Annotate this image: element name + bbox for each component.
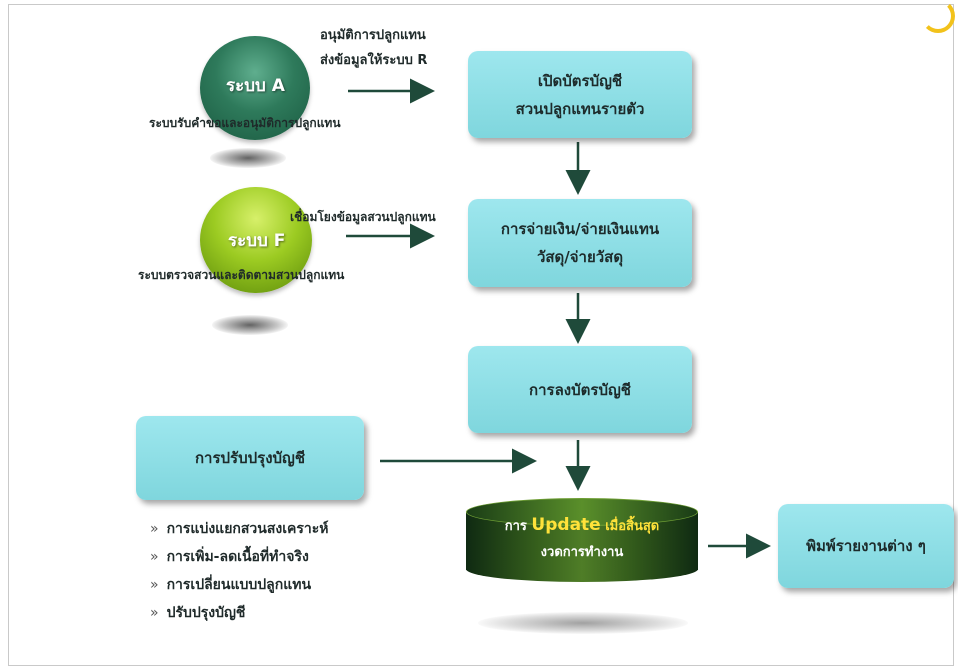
adjust-account-label: การปรับปรุงบัญชี bbox=[194, 449, 306, 467]
update-database-cylinder: การ Update เมื่อสิ้นสุด งวดการทำงาน bbox=[466, 498, 698, 582]
update-prefix: การ bbox=[504, 519, 527, 534]
system-f-name: ระบบ F bbox=[228, 231, 286, 251]
update-line2: งวดการทำงาน bbox=[540, 545, 624, 560]
cylinder-bottom bbox=[466, 556, 698, 582]
open-account-line2: สวนปลูกแทนรายตัว bbox=[515, 99, 645, 118]
post-account-box: การลงบัตรบัญชี bbox=[468, 346, 692, 433]
payment-line2: วัสดุ/จ่ายวัสดุ bbox=[536, 248, 624, 266]
system-a-sphere bbox=[200, 36, 310, 140]
system-a-note-line1: อนุมัติการปลูกแทน bbox=[320, 28, 426, 43]
system-a-caption: ระบบรับคำขอและอนุมัติการปลูกแทน bbox=[149, 116, 341, 130]
adjust-account-box: การปรับปรุงบัญชี bbox=[136, 416, 364, 500]
adjust-items-list: »การแบ่งแยกสวนสงเคราะห์ »การเพิ่ม-ลดเนื้… bbox=[150, 515, 329, 627]
report-box: พิมพ์รายงานต่าง ๆ bbox=[778, 504, 954, 588]
corner-decoration bbox=[921, 0, 955, 33]
update-text: การ Update เมื่อสิ้นสุด งวดการทำงาน bbox=[466, 512, 698, 566]
list-item: »การแบ่งแยกสวนสงเคราะห์ bbox=[150, 521, 329, 537]
system-f-caption: ระบบตรวจสวนและติดตามสวนปลูกแทน bbox=[138, 268, 345, 282]
system-a-name: ระบบ A bbox=[226, 76, 285, 96]
report-label: พิมพ์รายงานต่าง ๆ bbox=[806, 537, 926, 555]
system-a-shadow bbox=[210, 148, 286, 168]
post-account-label: การลงบัตรบัญชี bbox=[529, 380, 631, 399]
open-account-box: เปิดบัตรบัญชี สวนปลูกแทนรายตัว bbox=[468, 51, 692, 138]
update-keyword: Update bbox=[531, 515, 601, 535]
list-item: »ปรับปรุงบัญชี bbox=[150, 605, 246, 621]
list-item: »การเพิ่ม-ลดเนื้อที่ทำจริง bbox=[150, 549, 309, 565]
system-f-sphere bbox=[200, 187, 312, 293]
system-f-note: เชื่อมโยงข้อมูลสวนปลูกแทน bbox=[290, 210, 436, 224]
payment-line1: การจ่ายเงิน/จ่ายเงินแทน bbox=[500, 220, 660, 238]
list-item: »การเปลี่ยนแบบปลูกแทน bbox=[150, 577, 312, 593]
system-a-note-line2: ส่งข้อมูลให้ระบบ R bbox=[320, 53, 428, 68]
update-suffix: เมื่อสิ้นสุด bbox=[605, 519, 660, 534]
cylinder-top bbox=[466, 498, 698, 526]
system-f-shadow bbox=[212, 315, 288, 335]
cylinder-shadow bbox=[478, 612, 688, 634]
open-account-line1: เปิดบัตรบัญชี bbox=[537, 71, 623, 90]
payment-box: การจ่ายเงิน/จ่ายเงินแทน วัสดุ/จ่ายวัสดุ bbox=[468, 199, 692, 287]
